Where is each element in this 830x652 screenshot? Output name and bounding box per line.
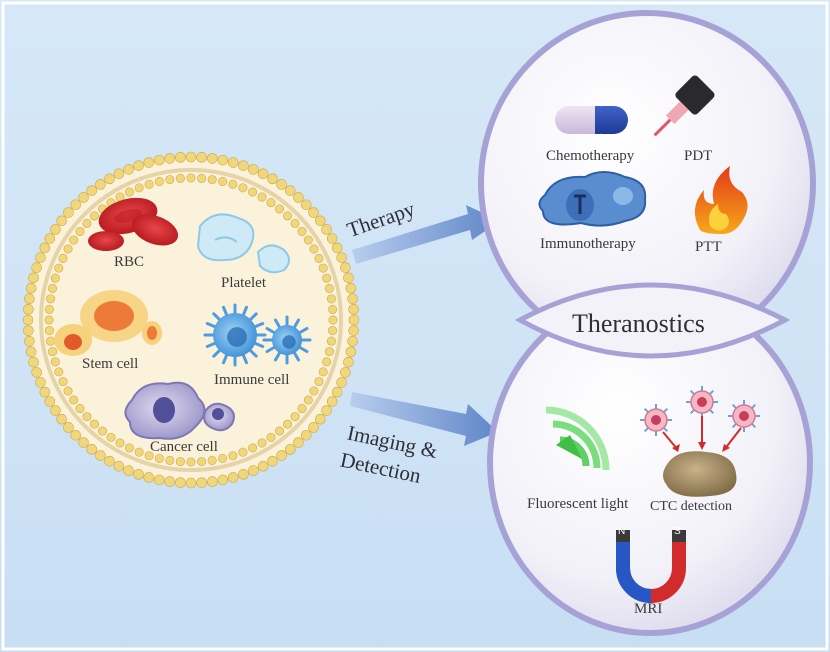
membrane-tails [39,168,343,472]
ctc-label: CTC detection [650,499,733,514]
cell-panel [22,151,360,489]
membrane-inner-heads [44,173,338,467]
mri-label: MRI [634,601,663,617]
immune-cell-label: Immune cell [214,372,290,388]
therapy-arrow [352,205,500,264]
flame-icon [694,166,748,234]
laser-pen-icon [653,75,715,137]
ctc-detection-icon [640,386,760,497]
platelet-label: Platelet [221,275,266,291]
fluorescent-light-icon [545,406,610,471]
capsule-icon [555,106,628,134]
immune-cell-illustration [203,303,312,367]
fluorescent-label: Fluorescent light [527,496,629,512]
cancer-cell-illustration [124,381,235,440]
stem-cell-illustration [54,290,162,356]
rbc-label: RBC [114,254,145,270]
pdt-label: PDT [684,148,713,164]
theranostics-lens [514,282,791,359]
ptt-label: PTT [695,239,722,255]
imaging-arrow [350,392,498,446]
chemotherapy-label: Chemotherapy [546,148,635,164]
stem-cell-label: Stem cell [82,356,139,372]
immunotherapy-icon [538,171,647,227]
platelet-illustration [196,213,290,274]
immunotherapy-label: Immunotherapy [540,236,636,252]
magnet-n-label: N [618,526,626,537]
magnet-s-label: S [674,526,681,537]
rbc-illustration [88,197,179,251]
membrane-outer-heads [22,151,360,489]
cancer-cell-label: Cancer cell [150,439,218,455]
magnet-icon [616,530,686,603]
theranostics-title: Theranostics [572,309,705,338]
